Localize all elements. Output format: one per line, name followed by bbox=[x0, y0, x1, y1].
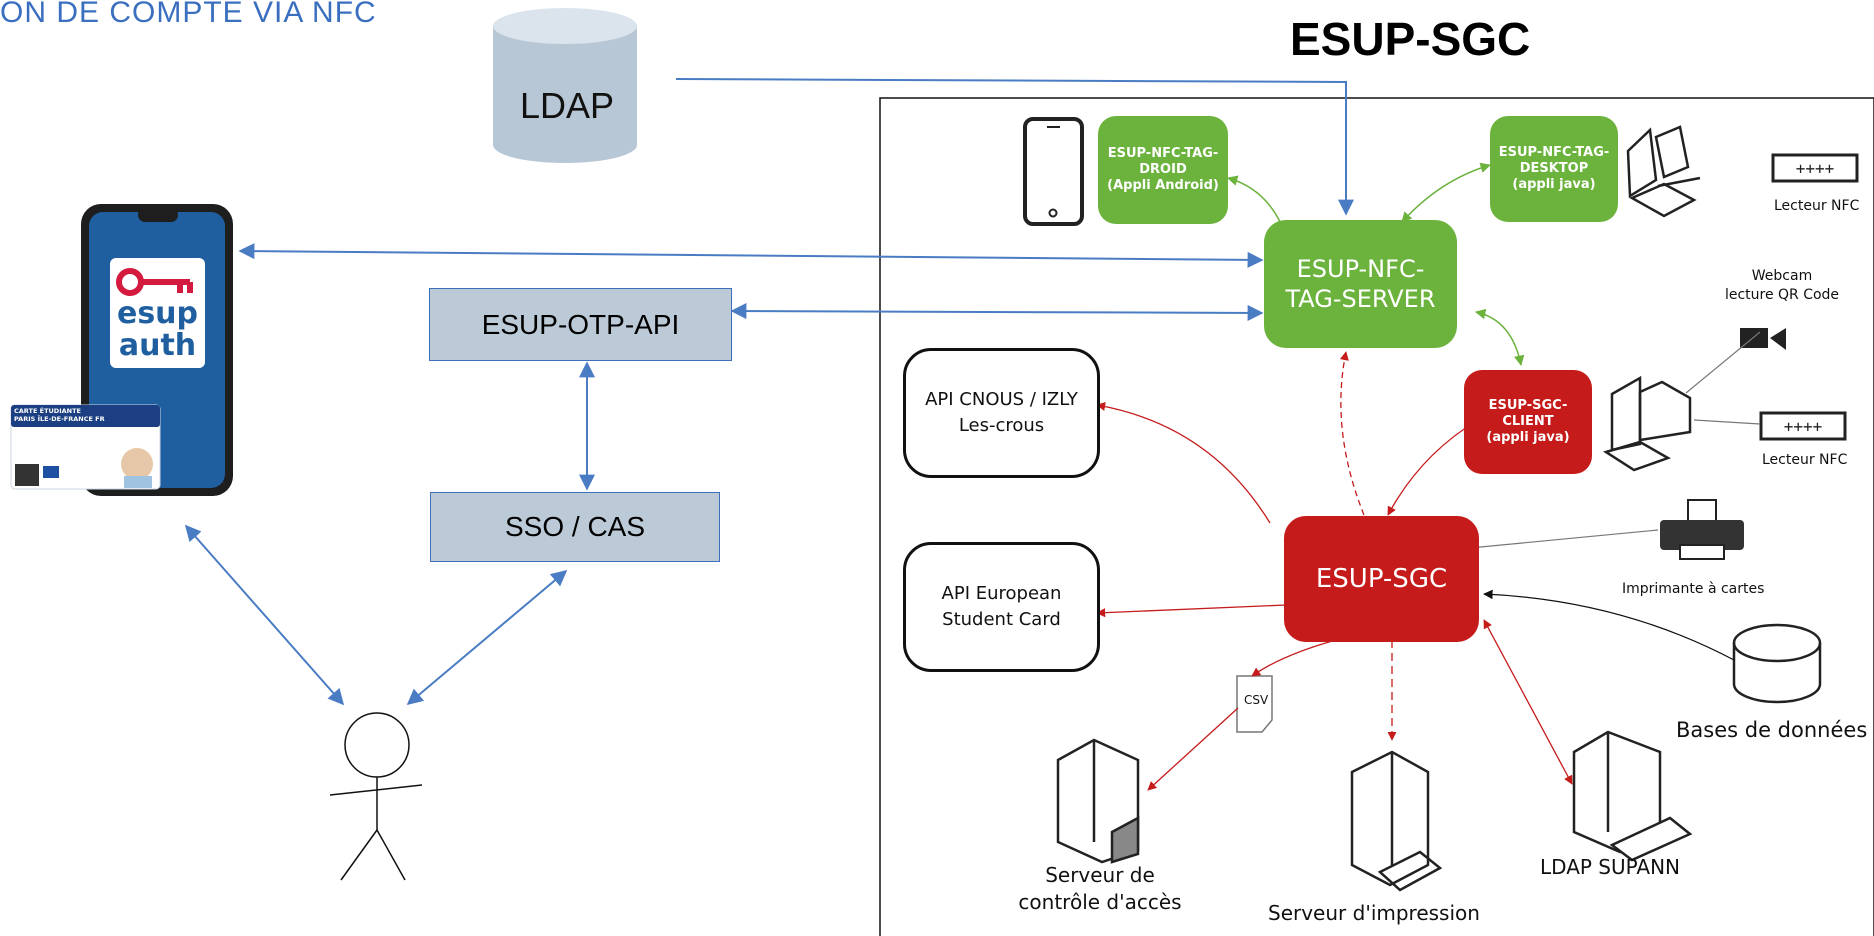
smartphone-icon bbox=[1023, 117, 1084, 226]
svg-text:++++: ++++ bbox=[1784, 417, 1823, 436]
sso-cas-box: SSO / CAS bbox=[430, 492, 720, 562]
nfc-reader-label-bottom: Lecteur NFC bbox=[1762, 452, 1848, 468]
webcam-label-line2: lecture QR Code bbox=[1724, 286, 1840, 303]
nfc-reader-icon-bottom: ++++ bbox=[1759, 411, 1847, 441]
student-card bbox=[10, 404, 161, 490]
webcam-label: Webcam lecture QR Code bbox=[1702, 267, 1862, 305]
nfc-reader-label-top: Lecteur NFC bbox=[1774, 198, 1860, 214]
desktop-computer-icon-top bbox=[1626, 125, 1701, 218]
printer-label: Imprimante à cartes bbox=[1622, 581, 1765, 597]
api-cnous-box: API CNOUS / IZLY Les-crous bbox=[903, 348, 1100, 478]
red-connectors bbox=[1096, 351, 1573, 791]
blue-connectors bbox=[184, 78, 1354, 706]
nfc-tag-desktop-node: ESUP-NFC-TAG- DESKTOP (appli java) bbox=[1490, 116, 1618, 222]
ldap-supann-label: LDAP SUPANN bbox=[1540, 855, 1681, 879]
nfc-tag-server-node: ESUP-NFC- TAG-SERVER bbox=[1264, 220, 1457, 348]
csv-document-icon bbox=[1236, 675, 1273, 733]
access-server-icon bbox=[1056, 738, 1140, 864]
sgc-frame bbox=[879, 97, 1874, 936]
app-name-line1: esup bbox=[116, 296, 199, 331]
user-figure bbox=[329, 712, 423, 881]
print-server-label: Serveur d'impression bbox=[1268, 901, 1480, 925]
sgc-title: ESUP-SGC bbox=[1290, 13, 1531, 65]
databases-label: Bases de données bbox=[1676, 718, 1868, 742]
card-title-line2: PARIS ÎLE-DE-FRANCE FR bbox=[14, 414, 105, 423]
ldap-server-icon bbox=[1572, 730, 1693, 862]
access-server-label: Serveur de contrôle d'accès bbox=[1010, 862, 1190, 916]
esup-auth-logo: esup auth bbox=[110, 298, 205, 361]
print-server-icon bbox=[1350, 750, 1443, 892]
app-name-line2: auth bbox=[118, 327, 197, 363]
webcam-icon bbox=[1740, 328, 1786, 350]
slide-title: ON DE COMPTE VIA NFC bbox=[0, 0, 377, 29]
webcam-label-line1: Webcam bbox=[1751, 268, 1813, 284]
card-title-line1: CARTE ÉTUDIANTE bbox=[14, 407, 81, 415]
ldap-cylinder bbox=[493, 8, 637, 163]
desktop-computer-icon-bottom bbox=[1603, 375, 1692, 472]
svg-text:++++: ++++ bbox=[1796, 159, 1835, 178]
csv-label: CSV bbox=[1244, 693, 1269, 707]
ldap-label: LDAP bbox=[520, 85, 615, 126]
key-icon bbox=[116, 268, 193, 296]
database-icon bbox=[1732, 623, 1822, 704]
sgc-client-node: ESUP-SGC- CLIENT (appli java) bbox=[1464, 370, 1592, 474]
access-server-line1: Serveur de bbox=[1045, 863, 1155, 887]
nfc-tag-droid-node: ESUP-NFC-TAG- DROID (Appli Android) bbox=[1098, 116, 1228, 224]
api-esc-line1: API European bbox=[941, 582, 1062, 604]
nfc-reader-icon-top: ++++ bbox=[1771, 153, 1859, 183]
sgc-core-node: ESUP-SGC bbox=[1284, 516, 1479, 642]
card-title: CARTE ÉTUDIANTE PARIS ÎLE-DE-FRANCE FR bbox=[14, 407, 105, 424]
api-cnous-line2: Les-crous bbox=[958, 415, 1045, 436]
api-esc-line2: Student Card bbox=[942, 609, 1061, 630]
access-server-line2: contrôle d'accès bbox=[1018, 890, 1182, 914]
otp-api-box: ESUP-OTP-API bbox=[429, 288, 732, 361]
printer-icon bbox=[1660, 499, 1744, 560]
api-cnous-line1: API CNOUS / IZLY bbox=[925, 388, 1078, 410]
grey-connectors bbox=[1469, 331, 1761, 661]
